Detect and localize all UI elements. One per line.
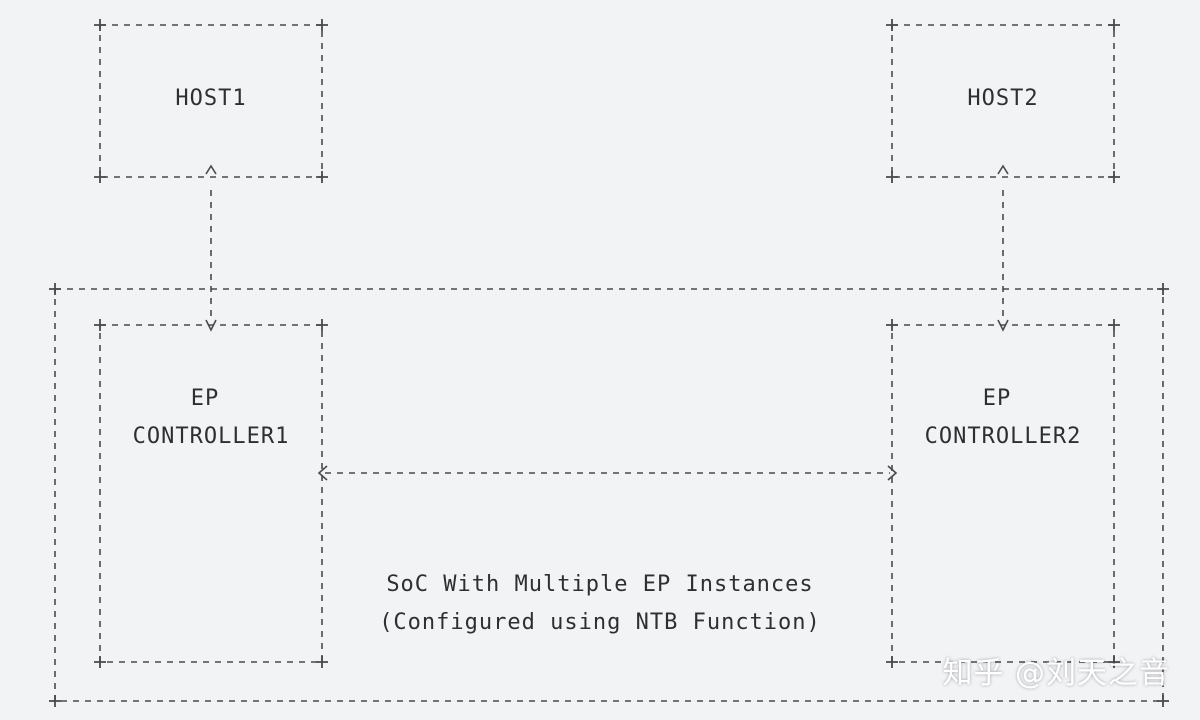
ep2-label-line1: EP: [982, 386, 1012, 411]
ep-controller2-box: [891, 324, 1115, 663]
ep-controller1-box: [99, 324, 323, 663]
watermark-text: 知乎 @刘天之音: [942, 656, 1170, 691]
soc-outer-box: [54, 288, 1164, 702]
ep2-label-line2: CONTROLLER2: [924, 424, 1082, 449]
ep1-label-line2: CONTROLLER1: [132, 424, 290, 449]
host2-label: HOST2: [967, 86, 1039, 111]
soc-description-line1: SoC With Multiple EP Instances: [386, 572, 814, 597]
host1-box: [99, 24, 323, 178]
ep1-label-line1: EP: [190, 386, 220, 411]
ep2-down-arrow: [997, 319, 1009, 332]
ntb-right-arrowhead: [887, 465, 898, 481]
host1-up-arrow: [205, 164, 217, 175]
ntb-left-arrowhead: [317, 465, 328, 481]
corner-markers: [49, 19, 1169, 707]
host1-label: HOST1: [175, 86, 247, 111]
host2-up-arrow: [997, 164, 1009, 175]
soc-description-line2: (Configured using NTB Function): [379, 610, 821, 635]
ep1-down-arrow: [205, 319, 217, 332]
host2-box: [891, 24, 1115, 178]
